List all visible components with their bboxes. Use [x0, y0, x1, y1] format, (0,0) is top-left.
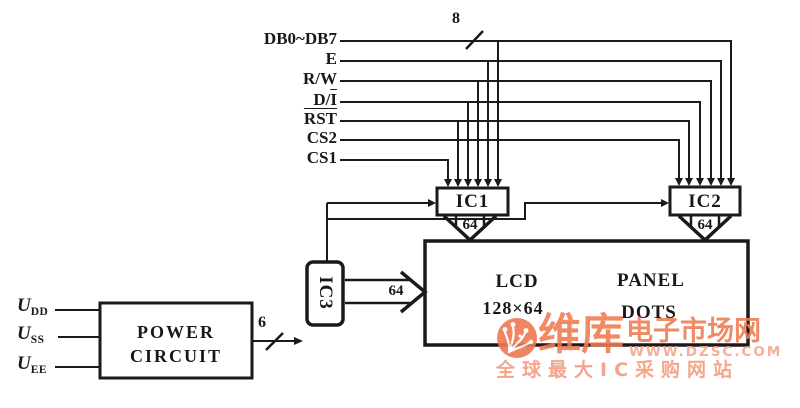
ic1-input-arrowheads: [444, 179, 502, 187]
bus-slash-6: [265, 332, 284, 351]
signal-line-rw: [340, 80, 712, 183]
u-glyph: U: [17, 353, 31, 374]
power-label-line2: CIRCUIT: [129, 346, 222, 366]
arrowhead: [474, 179, 482, 187]
signal-label-rw: R/W: [303, 69, 337, 89]
ic3-feed-lines: [326, 202, 661, 262]
e-text: E: [325, 49, 337, 68]
signal-line-cs1: [340, 159, 449, 184]
lcd-panel-block: [423, 239, 750, 347]
ss-sub: SS: [30, 334, 45, 346]
arrowhead: [454, 179, 462, 187]
signal-label-rst: RST: [304, 109, 337, 129]
ic2-block: [668, 185, 742, 217]
arrowhead: [464, 179, 472, 187]
rw-text: R/W: [303, 69, 337, 88]
rst-text: RST: [303, 109, 337, 128]
signal-line-e: [340, 60, 722, 183]
ic2-label: IC2: [688, 191, 722, 212]
ic2-bus-stubs: [689, 215, 721, 226]
bus-slash-8: [465, 30, 484, 50]
power-circuit-block: [98, 301, 254, 380]
power-lines: [55, 309, 295, 368]
signal-line-db0-db7: [340, 40, 732, 183]
ic2-input-arrowheads: [675, 178, 735, 186]
ic3-bus-lines: [345, 278, 410, 305]
arrowhead: [685, 178, 693, 186]
feed-to-ic2: [327, 202, 661, 220]
ic3-block: [305, 260, 345, 327]
bus-width-8: 8: [452, 10, 460, 27]
feed-arrowheads: [428, 199, 669, 207]
lcd-label: LCD: [495, 271, 539, 292]
ic3-label: IC3: [315, 276, 336, 310]
bus-width-6: 6: [258, 314, 266, 331]
arrowhead: [707, 178, 715, 186]
ic3-bus-width-64: 64: [388, 283, 404, 299]
u-glyph: U: [17, 323, 31, 344]
udd-label: UDD: [17, 295, 48, 318]
ic1-bus-stubs: [454, 215, 486, 226]
ic1-label: IC1: [455, 191, 490, 212]
dd-sub: DD: [30, 306, 49, 318]
signal-label-e: E: [326, 49, 337, 69]
ee-sub: EE: [30, 364, 48, 376]
arrowhead: [428, 199, 436, 207]
uee-label: UEE: [17, 353, 47, 376]
ic2-bus-width-64: 64: [697, 217, 713, 233]
ic1-block: [435, 186, 510, 217]
signal-line-di: [340, 101, 701, 183]
uss-label: USS: [17, 323, 45, 346]
signal-lines: [340, 30, 732, 184]
ic1-bus-width-64: 64: [462, 217, 478, 233]
u-glyph: U: [17, 295, 31, 316]
arrowhead: [484, 179, 492, 187]
arrowhead: [661, 199, 669, 207]
power-out-arrowhead: [294, 337, 303, 345]
db-text: DB0~DB7: [263, 29, 337, 48]
signal-label-cs2: CS2: [307, 128, 337, 148]
cs2-text: CS2: [306, 128, 337, 147]
arrowhead: [727, 178, 735, 186]
blocks: [98, 185, 750, 380]
signal-line-cs2: [340, 139, 680, 183]
dots-label: DOTS: [621, 302, 677, 323]
di-bar-text: I: [330, 90, 337, 109]
arrowhead: [675, 178, 683, 186]
arrowhead: [696, 178, 704, 186]
di-prefix-text: D/: [313, 90, 331, 109]
resolution-label: 128×64: [482, 298, 544, 318]
arrowhead: [717, 178, 725, 186]
power-label-line1: POWER: [136, 322, 215, 342]
signal-line-rst: [340, 120, 690, 183]
arrowhead: [494, 179, 502, 187]
signal-label-cs1: CS1: [307, 148, 337, 168]
cs1-text: CS1: [306, 148, 337, 167]
arrowhead: [444, 179, 452, 187]
signal-label-db0-db7: DB0~DB7: [264, 29, 337, 49]
signal-label-di: D/I: [313, 90, 337, 110]
panel-label: PANEL: [617, 270, 685, 291]
